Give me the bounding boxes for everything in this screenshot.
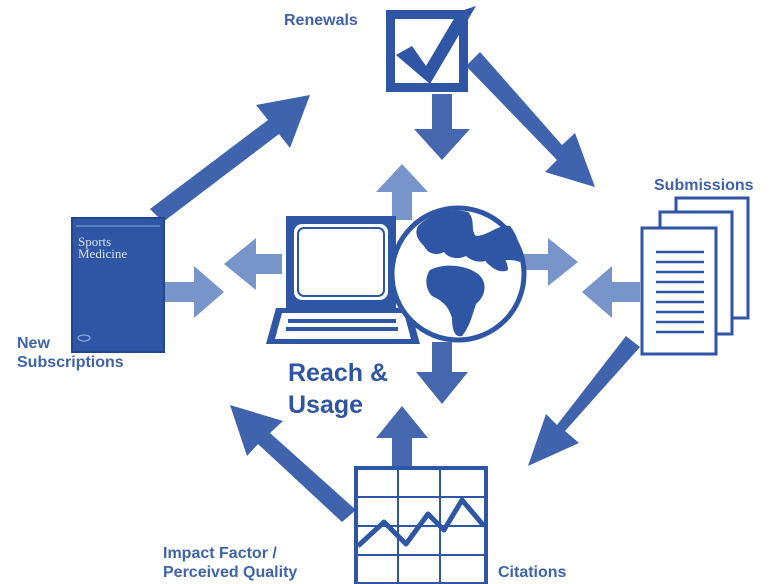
- stacked-documents-icon: [640, 196, 750, 356]
- arrow-center-right: [520, 238, 578, 286]
- journal-title-line2: Medicine: [78, 246, 127, 261]
- arrow-submissions-to-citations: [528, 336, 640, 466]
- label-renewals: Renewals: [284, 12, 358, 29]
- laptop-computer-icon: [266, 216, 420, 344]
- label-new-subscriptions-line2: Subscriptions: [17, 354, 124, 371]
- label-impact-factor-line2: Perceived Quality: [163, 564, 298, 581]
- label-citations: Citations: [498, 564, 567, 581]
- arrow-renewals-to-submissions: [466, 52, 595, 187]
- center-title: Reach & Usage: [288, 357, 388, 421]
- center-title-line2: Usage: [288, 391, 364, 419]
- arrow-subscriptions-to-renewals: [150, 95, 310, 222]
- label-new-subscriptions-line1: New: [17, 335, 50, 352]
- globe-icon: [389, 205, 527, 343]
- label-impact-factor-line1: Impact Factor /: [163, 545, 277, 562]
- arrow-journal-to-center: [164, 266, 224, 318]
- journal-cover-icon: Sports Medicine: [71, 217, 165, 353]
- arrow-center-up: [376, 164, 428, 220]
- arrow-center-down: [416, 342, 468, 404]
- journal-title-line1: Sports: [78, 234, 111, 249]
- arrow-citations-to-center: [376, 406, 428, 470]
- arrow-submissions-to-center: [582, 266, 640, 318]
- arrow-center-left: [224, 238, 282, 290]
- line-chart-grid-icon: [354, 466, 488, 584]
- label-submissions: Submissions: [654, 177, 754, 194]
- arrow-renewals-to-center: [414, 94, 470, 160]
- checkbox-check-icon: [386, 6, 476, 92]
- arrow-citations-to-impact: [230, 405, 356, 522]
- center-title-line1: Reach &: [288, 359, 389, 387]
